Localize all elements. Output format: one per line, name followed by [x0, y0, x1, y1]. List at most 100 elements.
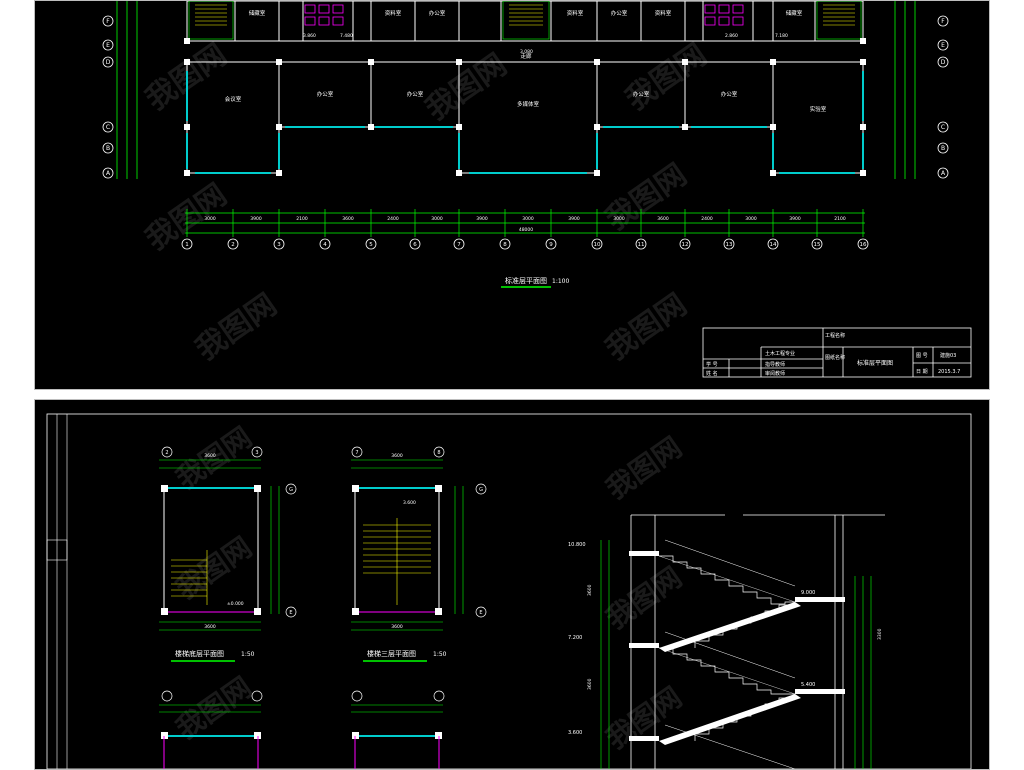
axis-label-2: 2 [165, 450, 168, 456]
watermark-text: 我图网 [190, 287, 284, 367]
stair-plan-third-scale: 1:50 [433, 651, 447, 658]
axis-label-12: 12 [682, 242, 689, 248]
axis-label-5: 5 [369, 242, 373, 248]
axis-label-a: A [106, 170, 111, 177]
dim-text: 3600 [391, 453, 403, 459]
room-labels: 储藏室 资料室 办公室 资料室 办公室 资料室 储藏室 会议室 办公室 办公室 … [225, 9, 827, 113]
drawing-frame [46, 413, 972, 769]
dim-text: 3300 [877, 628, 883, 640]
stair-plan-ground: 2 3 G E 3600 3600 ±0.000 [159, 446, 297, 631]
stair-hatching [188, 1, 862, 40]
structural-columns [184, 38, 866, 176]
room-multimedia: 多媒体室 [517, 100, 540, 108]
room-archive: 资料室 [655, 9, 672, 17]
floor-plan-drawing: 我图网 我图网 我图网 我图网 我图网 我图网 我图网 F E D C B A … [102, 1, 972, 378]
corridor-label: 走廊 [520, 52, 532, 60]
axis-label-d: D [106, 59, 111, 66]
watermark-text: 我图网 [600, 561, 688, 636]
dim-text: 3900 [789, 216, 801, 222]
stair-plan-third-title: 楼梯三层平面图 [367, 649, 416, 658]
project-label: 工程名称 [825, 332, 845, 339]
room-archive: 资料室 [567, 9, 584, 17]
row-axis-labels: F E D C B A F E D C B A [106, 18, 946, 177]
axis-label-b: B [106, 145, 110, 152]
axis-label-11: 11 [638, 242, 645, 248]
watermark-text: 我图网 [600, 157, 694, 237]
axis-label-4: 4 [323, 242, 327, 248]
drawing-name-label: 图纸名称 [825, 354, 845, 361]
dim-text: 3600 [587, 584, 593, 596]
room-office: 办公室 [611, 9, 628, 17]
axis-label-6: 6 [413, 242, 417, 248]
room-meeting: 会议室 [225, 95, 242, 103]
room-archive: 资料室 [385, 9, 402, 17]
date-value: 2015.3.7 [938, 369, 960, 375]
axis-label-g: G [479, 487, 483, 493]
level-text: 9.000 [801, 590, 815, 596]
drawing-no: 建施03 [940, 352, 956, 359]
dim-text: 2100 [834, 216, 846, 222]
axis-label-f: F [106, 18, 110, 25]
watermark-text: 我图网 [600, 681, 688, 756]
floor-plan-sheet: 我图网 我图网 我图网 我图网 我图网 我图网 我图网 F E D C B A … [34, 0, 990, 390]
room-storage-right: 储藏室 [786, 9, 803, 17]
drawing-no-label: 图 号 [916, 353, 928, 359]
dim-text: 3600 [587, 678, 593, 690]
date-label: 日 期 [916, 369, 928, 375]
room-office: 办公室 [633, 90, 650, 98]
axis-label-c: C [106, 124, 110, 131]
dim-text: 3900 [476, 216, 488, 222]
room-storage-left: 储藏室 [249, 9, 266, 17]
overall-dim-text: 48000 [519, 227, 533, 233]
axis-label-14: 14 [770, 242, 777, 248]
column-axes [181, 238, 869, 250]
axis-label-13: 13 [726, 242, 733, 248]
watermark-group: 我图网 我图网 我图网 我图网 我图网 我图网 [170, 421, 688, 756]
plan-title: 标准层平面图 [505, 276, 547, 285]
stair-detail-sheet: 我图网 我图网 我图网 我图网 我图网 我图网 2 3 G E 3600 [34, 399, 990, 770]
dim-text: 2400 [387, 216, 399, 222]
elevation-text: 7.180 [775, 33, 788, 39]
stair-plan-ground-scale: 1:50 [241, 651, 255, 658]
column-axis-labels: 1 2 3 4 5 6 7 8 9 10 11 12 13 14 15 16 [185, 242, 867, 248]
level-text: ±0.000 [227, 601, 244, 607]
watermark-text: 我图网 [170, 671, 258, 746]
axis-label-15: 15 [814, 242, 821, 248]
stair-detail-drawing: 我图网 我图网 我图网 我图网 我图网 我图网 2 3 G E 3600 [46, 413, 972, 769]
watermark-text: 我图网 [620, 37, 714, 117]
axis-label-c: C [941, 124, 945, 131]
dim-text: 3600 [391, 624, 403, 630]
room-office: 办公室 [317, 90, 334, 98]
elevation-text: 3.860 [303, 33, 316, 39]
axis-label-3: 3 [255, 450, 258, 456]
dim-text: 3000 [745, 216, 757, 222]
row-axes-left [102, 15, 949, 179]
axis-label-a: A [941, 170, 946, 177]
axis-label-d: D [941, 59, 946, 66]
elevation-marks: 3.860 7.480 3.080 2.860 7.180 [303, 33, 788, 55]
plan-scale: 1:100 [552, 278, 569, 285]
student-no-label: 学 号 [706, 361, 718, 368]
dim-text: 3900 [568, 216, 580, 222]
title-block-texts: 工程名称 土木工程专业 学 号 姓 名 指导教师 审阅教师 图纸名称 标准层平面… [706, 332, 960, 377]
dim-text: 3600 [204, 453, 216, 459]
dim-text: 3000 [204, 216, 216, 222]
axis-label-8: 8 [437, 450, 440, 456]
major-text: 土木工程专业 [765, 350, 795, 357]
axis-label-10: 10 [594, 242, 601, 248]
axis-label-e: E [479, 610, 482, 616]
axis-label-e: E [941, 42, 945, 49]
room-office: 办公室 [721, 90, 738, 98]
axis-label-e: E [106, 42, 110, 49]
dim-text: 3600 [342, 216, 354, 222]
reviewer-label: 审阅教师 [765, 370, 785, 377]
axis-label-7: 7 [355, 450, 358, 456]
toilet-fixtures [304, 4, 744, 26]
drawing-name: 标准层平面图 [857, 359, 893, 367]
elevation-text: 7.480 [340, 33, 353, 39]
dimension-texts: 3000 3900 2100 3600 2400 3000 3900 3000 … [204, 216, 846, 233]
dim-text: 3000 [431, 216, 443, 222]
dim-text: 3000 [522, 216, 534, 222]
room-office: 办公室 [429, 9, 446, 17]
bottom-dimension-lines [185, 212, 865, 234]
